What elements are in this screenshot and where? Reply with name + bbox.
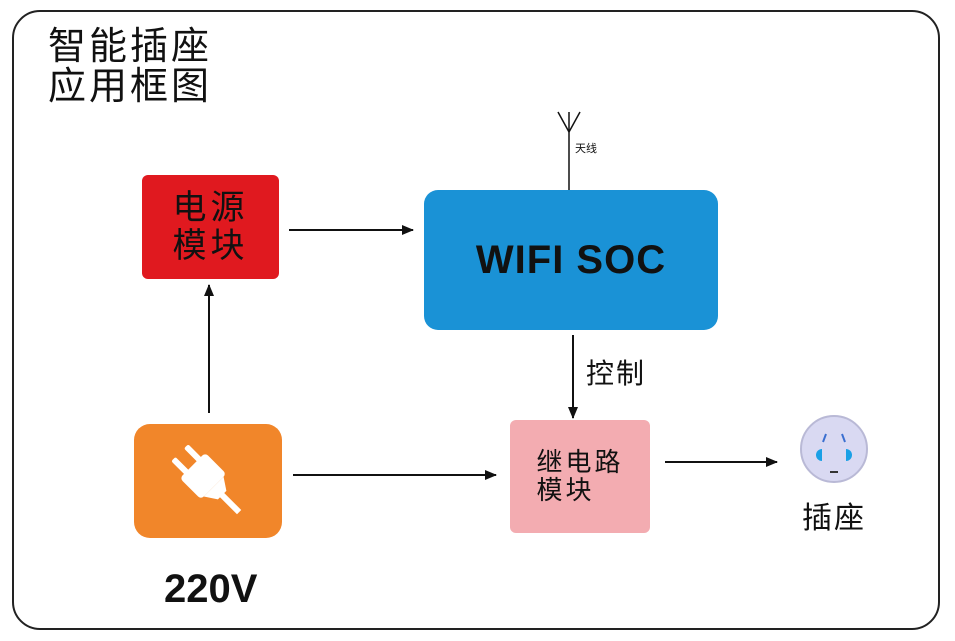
plug-icon — [172, 445, 242, 515]
relay-module-box: 继电路 模块 — [510, 420, 650, 533]
diagram-frame — [12, 10, 940, 630]
socket-icon — [800, 415, 868, 483]
plug-box — [134, 424, 282, 538]
relay-module-label-1: 继电路 — [536, 447, 624, 478]
wifi-soc-label: WIFI SOC — [475, 237, 667, 282]
antenna-label: 天线 — [575, 142, 597, 155]
power-module-box: 电源 模块 — [142, 175, 279, 279]
socket-label: 插座 — [802, 501, 866, 536]
power-module-label-1: 电源 — [172, 188, 249, 228]
relay-module-label-2: 模块 — [536, 475, 595, 506]
diagram-title: 智能插座 应用框图 — [48, 26, 212, 106]
antenna-icon — [557, 111, 581, 190]
title-line-2: 应用框图 — [48, 64, 213, 108]
wifi-soc-box: WIFI SOC — [424, 190, 718, 330]
title-line-1: 智能插座 — [48, 24, 213, 68]
control-label: 控制 — [586, 357, 647, 390]
power-module-label-2: 模块 — [172, 226, 249, 266]
voltage-label: 220V — [164, 567, 258, 611]
